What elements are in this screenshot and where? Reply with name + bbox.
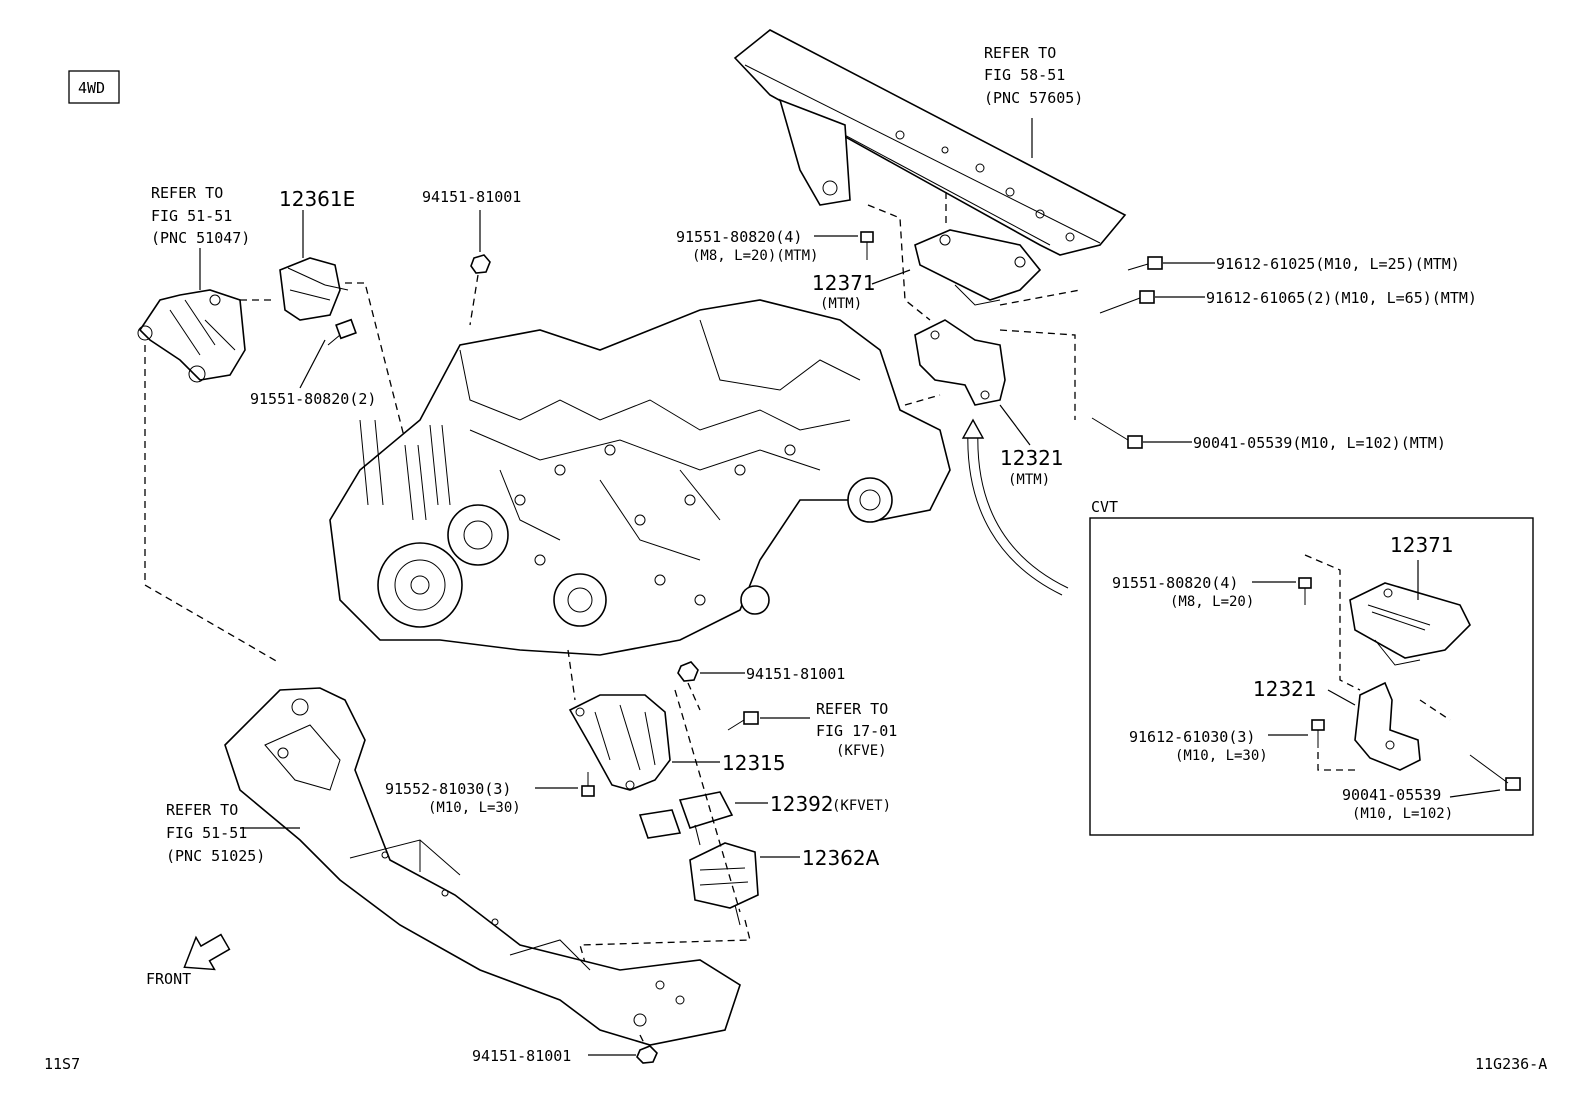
bracket-12321-cvt-illustration [1354, 681, 1421, 771]
dash-12361e-engine [345, 282, 411, 461]
bolt-90041-05539-mtm [1091, 417, 1143, 449]
dash-12371-mtm [867, 204, 931, 321]
refer-58-51-line1: REFER TO [984, 44, 1056, 62]
refer-51047-line2: FIG 51-51 [151, 207, 232, 225]
label-front: FRONT [146, 970, 191, 988]
label-12315: 12315 [722, 751, 786, 775]
label-94151-81001-bottom: 94151-81001 [472, 1047, 571, 1065]
refer-17-01-line1: REFER TO [816, 700, 888, 718]
dash-94151-top [469, 274, 479, 326]
refer-58-51-line3: (PNC 57605) [984, 89, 1083, 107]
sublabel-cvt-91551: (M8, L=20) [1170, 594, 1254, 610]
refer-17-01-line2: FIG 17-01 [816, 722, 897, 740]
sublabel-91552: (M10, L=30) [428, 800, 521, 816]
left-mount-bracket-illustration [137, 289, 246, 383]
sublabel-12321-mtm: (MTM) [1008, 472, 1050, 488]
sublabel-12371-mtm: (MTM) [820, 296, 862, 312]
bracket-12315-illustration [568, 694, 671, 791]
refer-17-01-note: (KFVE) [836, 743, 887, 759]
cvt-section-box [1089, 517, 1534, 836]
label-91612-61065-2: 91612-61065(2)(M10, L=65)(MTM) [1206, 289, 1477, 307]
mount-12371-mtm-illustration [914, 229, 1042, 306]
refer-51025-line2: FIG 51-51 [166, 824, 247, 842]
label-90041-05539-mtm: 90041-05539(M10, L=102)(MTM) [1193, 434, 1446, 452]
dash-cvt-12371 [1304, 554, 1361, 691]
front-crossmember-illustration [224, 687, 741, 1046]
bolt-91612-61025 [1127, 256, 1163, 271]
plate-12392-illustration [638, 791, 734, 839]
sublabel-12392: (KFVET) [832, 798, 891, 814]
sublabel-cvt-90041: (M10, L=102) [1352, 806, 1453, 822]
refer-51025-line1: REFER TO [166, 801, 238, 819]
badge-4wd: 4WD [68, 70, 120, 104]
label-12392: 12392 [770, 792, 834, 816]
dash-engine-to-12362a [674, 689, 741, 913]
dash-cvt-12321-right [1419, 699, 1451, 721]
label-cvt-12321: 12321 [1253, 677, 1317, 701]
footer-page-code: 11S7 [44, 1055, 80, 1073]
bracket-12321-mtm-illustration [914, 319, 1006, 406]
refer-51047-line1: REFER TO [151, 184, 223, 202]
bolt-refer-17-01 [727, 711, 759, 731]
label-cvt-91612-61030-3: 91612-61030(3) [1129, 728, 1255, 746]
label-94151-81001-top: 94151-81001 [422, 188, 521, 206]
label-cvt-12371: 12371 [1390, 533, 1454, 557]
dash-left-bracket-to-crossmember [144, 345, 279, 663]
front-direction-arrow-icon [183, 933, 231, 971]
dash-12321-bolts [999, 289, 1081, 306]
sublabel-91551-4-mtm: (M8, L=20)(MTM) [692, 248, 818, 264]
footer-figure-id: 11G236-A [1475, 1055, 1547, 1073]
label-cvt-section: CVT [1091, 498, 1118, 516]
rear-crossmember-illustration [733, 29, 1127, 256]
label-12362a: 12362A [802, 846, 880, 870]
refer-58-51-line2: FIG 58-51 [984, 66, 1065, 84]
dash-94151-mid [687, 682, 701, 711]
label-12321-mtm: 12321 [1000, 446, 1064, 470]
dash-12315-engine [567, 649, 576, 701]
label-91552-81030-3: 91552-81030(3) [385, 780, 511, 798]
bolt-cvt-91612-61030-3 [1311, 719, 1325, 748]
label-12371-mtm: 12371 [812, 271, 876, 295]
label-cvt-90041-05539: 90041-05539 [1342, 786, 1441, 804]
bolt-cvt-90041-05539 [1469, 754, 1521, 791]
refer-51025-line3: (PNC 51025) [166, 847, 265, 865]
arrow-cvt-to-mtm [977, 429, 1069, 589]
mount-12371-cvt-illustration [1349, 582, 1471, 666]
engine-transmission-illustration [329, 299, 951, 656]
bolt-cvt-91551-80820-4 [1298, 577, 1312, 605]
dash-94151-bottom [639, 1034, 646, 1046]
label-91612-61025: 91612-61025(M10, L=25)(MTM) [1216, 255, 1460, 273]
dash-12321-engine [904, 394, 941, 406]
insulator-12362a-illustration [689, 824, 759, 926]
leader-cvt-90041 [1449, 789, 1501, 798]
dash-cvt-91612 [1317, 752, 1360, 771]
nut-94151-top [470, 254, 491, 274]
bolt-91612-61065-2 [1099, 290, 1155, 314]
insulator-12361e-illustration [279, 257, 349, 321]
bolt-91552-81030-3 [581, 772, 595, 797]
leader-91551-2 [299, 339, 326, 389]
leader-cvt-12321 [1327, 689, 1356, 706]
sublabel-cvt-91612: (M10, L=30) [1175, 748, 1268, 764]
bolt-91551-80820-2 [327, 318, 357, 346]
refer-51047-line3: (PNC 51047) [151, 229, 250, 247]
label-94151-81001-mid: 94151-81001 [746, 665, 845, 683]
badge-4wd-label: 4WD [78, 79, 105, 97]
label-91551-80820-2: 91551-80820(2) [250, 390, 376, 408]
label-cvt-91551-80820-4: 91551-80820(4) [1112, 574, 1238, 592]
nut-94151-bottom [636, 1045, 658, 1064]
nut-94151-mid [677, 661, 699, 682]
leader-12321-mtm [999, 404, 1031, 446]
label-91551-80820-4-mtm: 91551-80820(4) [676, 228, 802, 246]
bolt-91551-80820-4-mtm [860, 231, 874, 260]
dash-12321-right [999, 329, 1076, 420]
arrow-head-icon [961, 418, 985, 439]
label-12361e: 12361E [279, 187, 355, 211]
